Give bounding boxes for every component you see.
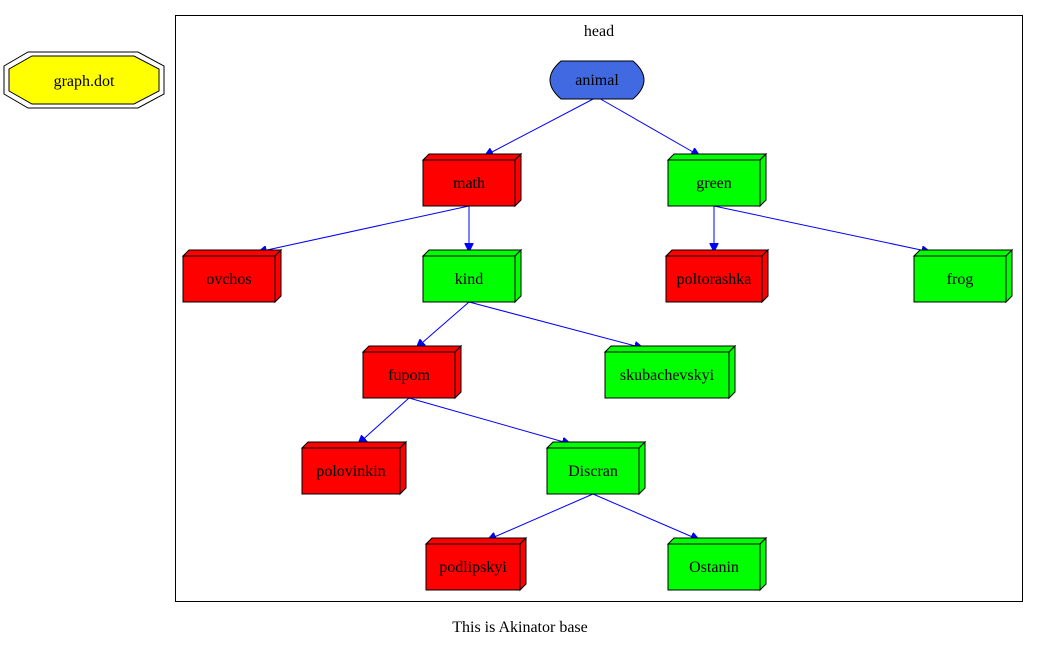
- node-side-ovchos: [274, 248, 282, 304]
- node-front-Ostanin: [667, 543, 761, 591]
- node-side-skubachevskyi: [728, 344, 736, 400]
- node-front-ovchos: [182, 255, 276, 303]
- node-Discran: Discran: [545, 440, 647, 496]
- node-label-polovinkin: polovinkin: [316, 463, 385, 480]
- node-side-fupom: [454, 344, 462, 400]
- edge-fupom-Discran: [408, 397, 571, 444]
- edge-kind-fupom: [416, 301, 470, 348]
- node-side-math: [514, 152, 522, 208]
- node-label-ovchos: ovchos: [206, 271, 251, 288]
- node-ovchos: ovchos: [181, 248, 283, 304]
- node-top-green: [666, 153, 768, 161]
- edge-Discran-podlipskyi: [487, 493, 594, 540]
- node-label-green: green: [696, 175, 732, 192]
- node-front-math: [422, 159, 516, 207]
- node-label-Discran: Discran: [568, 463, 618, 480]
- edge-green-frog: [713, 205, 930, 252]
- node-label-math: math: [453, 175, 485, 192]
- node-top-kind: [421, 249, 523, 257]
- edge-animal-math: [484, 96, 598, 156]
- node-front-polovinkin: [301, 447, 401, 495]
- node-top-polovinkin: [300, 441, 408, 449]
- file-node-label: graph.dot: [54, 73, 115, 90]
- node-label-kind: kind: [455, 271, 483, 288]
- nodes-layer: animal math green ovchos kind poltorashka frog…: [181, 60, 1014, 592]
- node-label-animal: animal: [575, 72, 619, 89]
- node-top-fupom: [361, 345, 463, 353]
- node-front-podlipskyi: [425, 543, 521, 591]
- edge-math-ovchos: [258, 205, 470, 252]
- cluster-border: [175, 15, 1023, 602]
- node-front-skubachevskyi: [604, 351, 730, 399]
- node-front-Discran: [546, 447, 640, 495]
- node-label-frog: frog: [947, 271, 974, 288]
- file-node-inner-octagon: [8, 55, 160, 105]
- node-side-kind: [514, 248, 522, 304]
- edge-Discran-Ostanin: [592, 493, 699, 540]
- node-side-frog: [1005, 248, 1013, 304]
- edges-layer: [258, 96, 931, 540]
- node-front-fupom: [362, 351, 456, 399]
- node-top-frog: [912, 249, 1014, 257]
- node-fupom: fupom: [361, 344, 463, 400]
- node-Ostanin: Ostanin: [666, 536, 768, 592]
- node-side-poltorashka: [761, 248, 769, 304]
- node-top-podlipskyi: [424, 537, 528, 545]
- node-top-Ostanin: [666, 537, 768, 545]
- node-green: green: [666, 152, 768, 208]
- node-front-frog: [913, 255, 1007, 303]
- file-node: graph.dot: [3, 51, 165, 109]
- node-top-poltorashka: [664, 249, 770, 257]
- node-polovinkin: polovinkin: [300, 440, 408, 496]
- node-skubachevskyi: skubachevskyi: [603, 344, 737, 400]
- node-side-polovinkin: [399, 440, 407, 496]
- node-math: math: [421, 152, 523, 208]
- node-side-green: [759, 152, 767, 208]
- graph-caption: This is Akinator base: [452, 619, 588, 636]
- node-shape-animal: [549, 60, 645, 100]
- node-top-ovchos: [181, 249, 283, 257]
- node-label-Ostanin: Ostanin: [689, 559, 739, 576]
- node-label-poltorashka: poltorashka: [677, 271, 752, 288]
- node-side-Ostanin: [759, 536, 767, 592]
- node-front-poltorashka: [665, 255, 763, 303]
- edge-animal-green: [596, 96, 700, 156]
- node-poltorashka: poltorashka: [664, 248, 770, 304]
- node-side-podlipskyi: [519, 536, 527, 592]
- node-side-Discran: [638, 440, 646, 496]
- node-kind: kind: [421, 248, 523, 304]
- node-label-podlipskyi: podlipskyi: [439, 559, 507, 576]
- edge-kind-skubachevskyi: [468, 301, 643, 348]
- node-frog: frog: [912, 248, 1014, 304]
- node-top-Discran: [545, 441, 647, 449]
- node-top-skubachevskyi: [603, 345, 737, 353]
- node-top-math: [421, 153, 523, 161]
- node-front-green: [667, 159, 761, 207]
- node-podlipskyi: podlipskyi: [424, 536, 528, 592]
- node-animal: animal: [549, 60, 645, 100]
- node-label-fupom: fupom: [388, 367, 430, 384]
- cluster-head: head: [175, 15, 1023, 602]
- edge-fupom-polovinkin: [358, 397, 410, 444]
- node-front-kind: [422, 255, 516, 303]
- cluster-title: head: [584, 23, 614, 40]
- node-label-skubachevskyi: skubachevskyi: [620, 367, 715, 384]
